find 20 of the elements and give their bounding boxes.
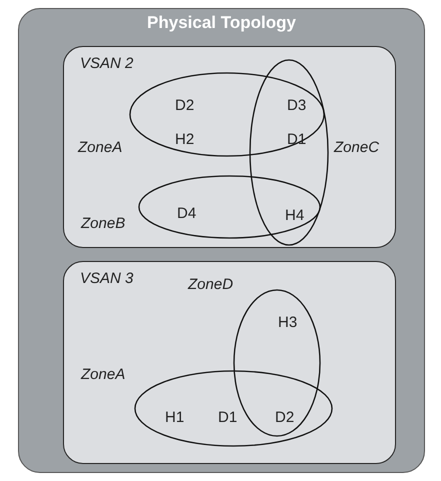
zone-label: ZoneA bbox=[78, 139, 122, 156]
group-panel bbox=[63, 261, 396, 464]
device-label: H2 bbox=[175, 131, 194, 148]
device-label: D2 bbox=[175, 97, 194, 114]
outer-panel bbox=[18, 8, 425, 473]
panel-title: Physical Topology bbox=[147, 13, 296, 33]
panel-title: VSAN 3 bbox=[80, 270, 134, 287]
device-label: D4 bbox=[177, 205, 196, 222]
zone-label: ZoneD bbox=[188, 276, 234, 293]
device-label: H1 bbox=[165, 409, 184, 426]
zone-label: ZoneB bbox=[81, 215, 126, 232]
device-label: D3 bbox=[287, 97, 306, 114]
device-label: H3 bbox=[278, 314, 298, 331]
device-label: D2 bbox=[275, 409, 294, 426]
zone-label: ZoneC bbox=[334, 139, 380, 156]
device-label: D1 bbox=[218, 409, 238, 426]
group-panel bbox=[63, 46, 396, 248]
zone-label: ZoneA bbox=[81, 366, 126, 383]
device-label: H4 bbox=[285, 207, 304, 224]
panel-title: VSAN 2 bbox=[80, 55, 134, 72]
